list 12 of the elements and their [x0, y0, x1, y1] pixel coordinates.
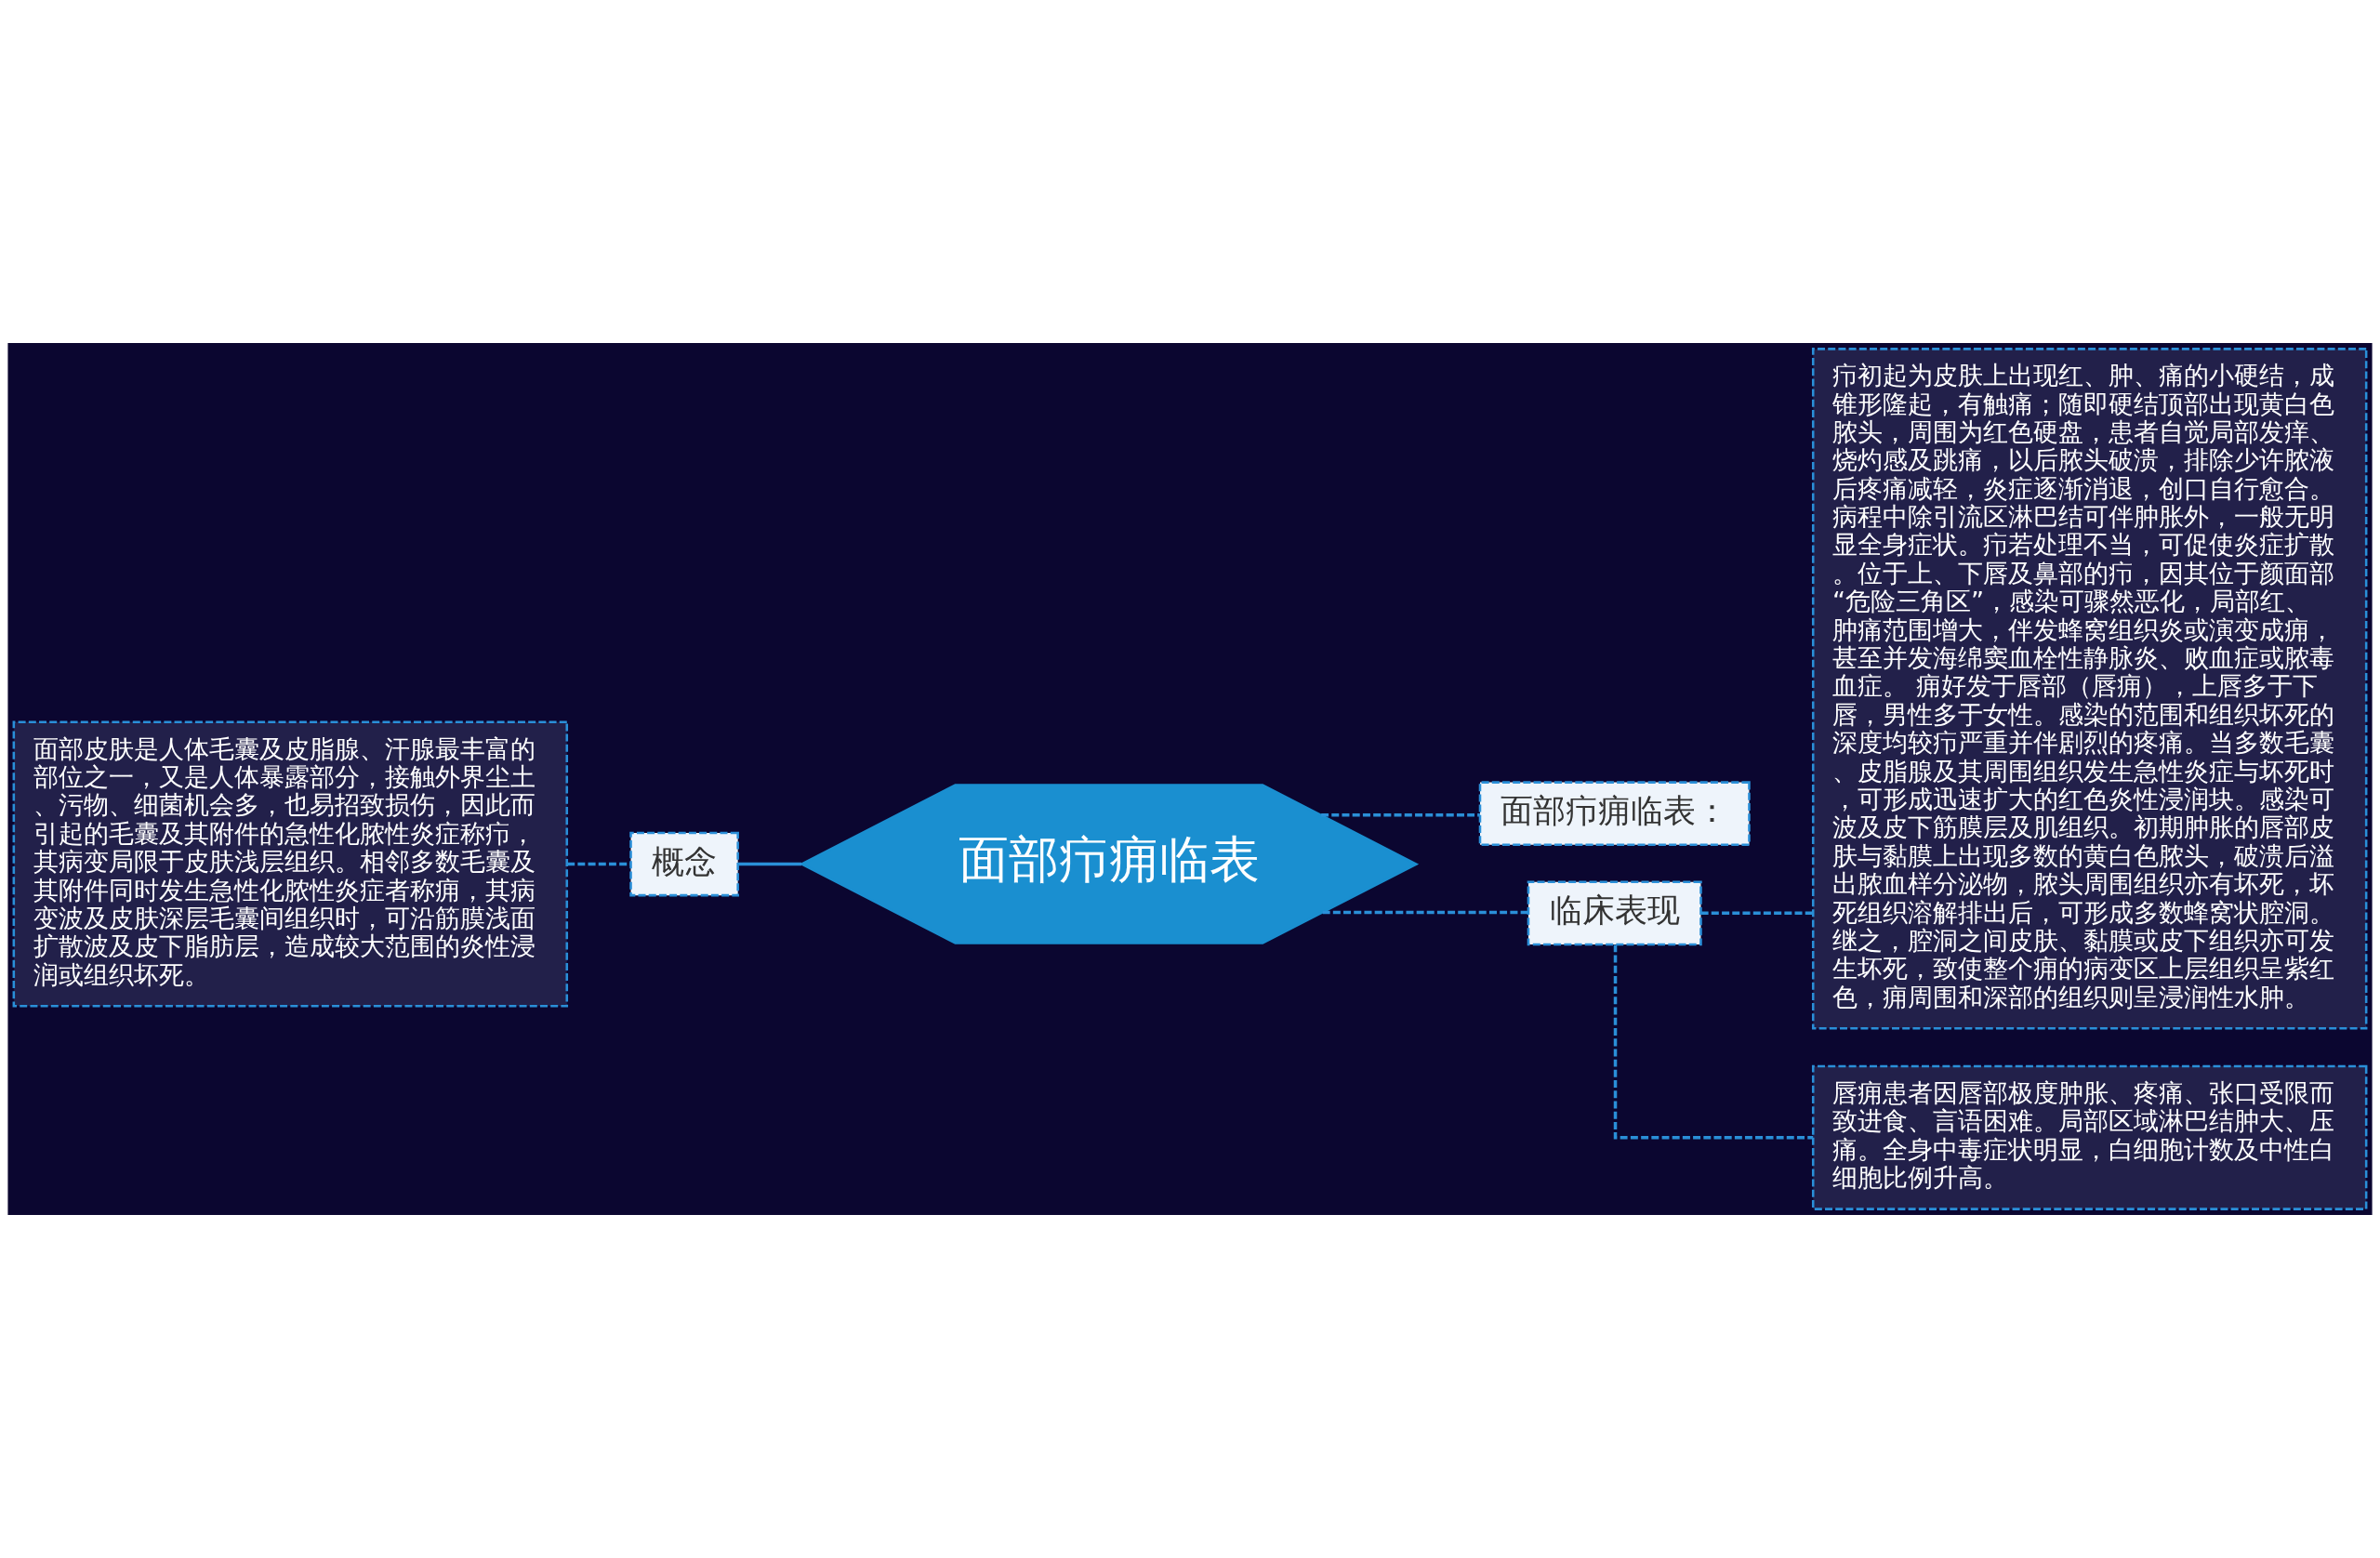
connector — [1321, 812, 1480, 817]
node-box: 面部皮肤是人体毛囊及皮脂腺、汗腺最丰富的部位之一，又是人体暴露部分，接触外界尘土、污物、细菌机会多，也易招致损伤，因此而引起的毛囊及其附件的急性化脓性炎症称疖，其病变局限于皮肤浅层组织。相邻多数毛囊及其附件同时发生急性化脓性炎症者称痈，其病变波及皮肤深层毛囊间组织时，可沿筋膜浅面扩散波及皮下脂肪层，造成较大范围的炎性浸润或组织坏死。 — [12, 720, 569, 1008]
node-box: 临床表现 — [1527, 880, 1702, 946]
connector — [1322, 910, 1528, 915]
node-box: 概念 — [629, 831, 739, 897]
connector — [1700, 911, 1813, 916]
node-box: 面部疖痈临表： — [1478, 781, 1751, 847]
node-box: 唇痈患者因唇部极度肿胀、疼痛、张口受限而致进食、言语困难。局部区域淋巴结肿大、压痛。全身中毒症状明显，白细胞计数及中性白细胞比例升高。 — [1811, 1064, 2368, 1210]
connector — [1613, 944, 1814, 1140]
connector — [737, 862, 802, 866]
node-box: 疖初起为皮肤上出现红、肿、痛的小硬结，成锥形隆起，有触痛；随即硬结顶部出现黄白色脓头，周围为红色硬盘，患者自觉局部发痒、烧灼感及跳痛，以后脓头破溃，排除少许脓液后疼痛减轻，炎症逐渐消退，创口自行愈合。病程中除引流区淋巴结可伴肿胀外，一般无明显全身症状。疖若处理不当，可促使炎症扩散。位于上、下唇及鼻部的疖，因其位于颜面部“危险三角区”，感染可骤然恶化，局部红、肿痛范围增大，伴发蜂窝组织炎或演变成痈，甚至并发海绵窦血栓性静脉炎、败血症或脓毒血症。 痈好发于唇部（唇痈），上唇多于下唇，男性多于女性。感染的范围和组织坏死的深度均较疖严重并伴剧烈的疼痛。当多数毛囊、皮脂腺及其周围组织发生急性炎症与坏死时，可形成迅速扩大的红色炎性浸润块。感染可波及皮下筋膜层及肌组织。初期肿胀的唇部皮肤与黏膜上出现多数的黄白色脓头，破溃后溢出脓血样分泌物，脓头周围组织亦有坏死，坏死组织溶解排出后，可形成多数蜂窝状腔洞。继之，腔洞之间皮肤、黏膜或皮下组织亦可发生坏死，致使整个痈的病变区上层组织呈紫红色，痈周围和深部的组织则呈浸润性水肿。 — [1811, 348, 2368, 1030]
connector — [567, 862, 631, 866]
